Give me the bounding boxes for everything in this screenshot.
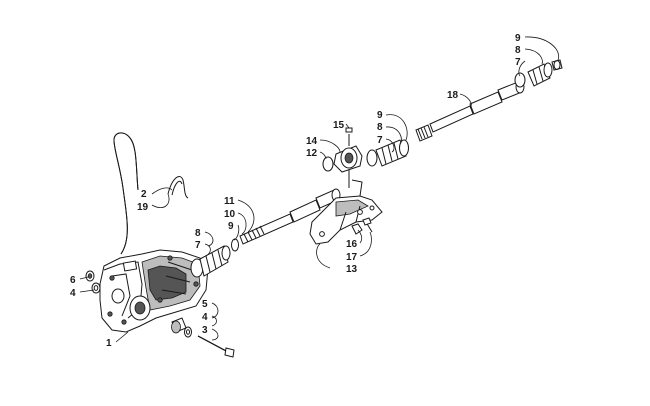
cv-boot-left [190,245,231,278]
callout-19: 19 [137,202,149,213]
grease-fitting [345,127,353,188]
callout-11: 11 [224,196,235,207]
callout-4-lower: 4 [202,312,208,323]
boot-clamp-right [551,59,563,71]
callout-7-right: 7 [515,57,521,68]
callout-8-right: 8 [515,45,521,56]
rear-drive-shaft [415,80,525,142]
callout-18: 18 [447,90,459,101]
mounting-bolt [197,335,235,358]
callout-2: 2 [141,189,147,200]
bolt-left [85,270,95,282]
bearing-bracket [309,179,383,245]
callout-16: 16 [346,239,358,250]
callout-9-right: 9 [515,33,521,44]
callout-1: 1 [106,338,112,349]
hose-clamp [167,176,189,199]
callout-3: 3 [202,325,208,336]
leader-lines [79,36,560,343]
spacer [171,317,187,334]
callout-6: 6 [70,275,76,286]
callout-labels: 1 2 19 5 4 3 6 4 8 7 11 10 9 14 12 15 16… [70,33,521,349]
callout-15: 15 [333,120,345,131]
callout-8-middle: 8 [377,122,383,133]
callout-8-left: 8 [195,228,201,239]
callout-9-left: 9 [228,221,234,232]
boot-clamp-left-small [231,238,239,252]
callout-10: 10 [224,209,236,220]
bearing-snap-ring [322,156,334,172]
washer-lower [184,326,192,338]
cv-boot-middle [366,139,409,167]
callout-14: 14 [306,136,318,147]
callout-7-middle: 7 [377,135,383,146]
cv-boot-right [514,62,553,88]
carrier-bearing [333,145,363,173]
washer-left [91,282,101,294]
vent-hose [113,132,139,255]
front-gearcase-housing [99,249,209,333]
callout-17: 17 [346,252,358,263]
bracket-bolt [362,217,373,233]
callout-12: 12 [306,148,318,159]
bracket-nut [351,223,363,235]
callout-9-middle: 9 [377,110,383,121]
callout-5: 5 [202,299,208,310]
callout-7-left: 7 [195,240,201,251]
callout-4-left: 4 [70,288,76,299]
callout-13: 13 [346,264,358,275]
